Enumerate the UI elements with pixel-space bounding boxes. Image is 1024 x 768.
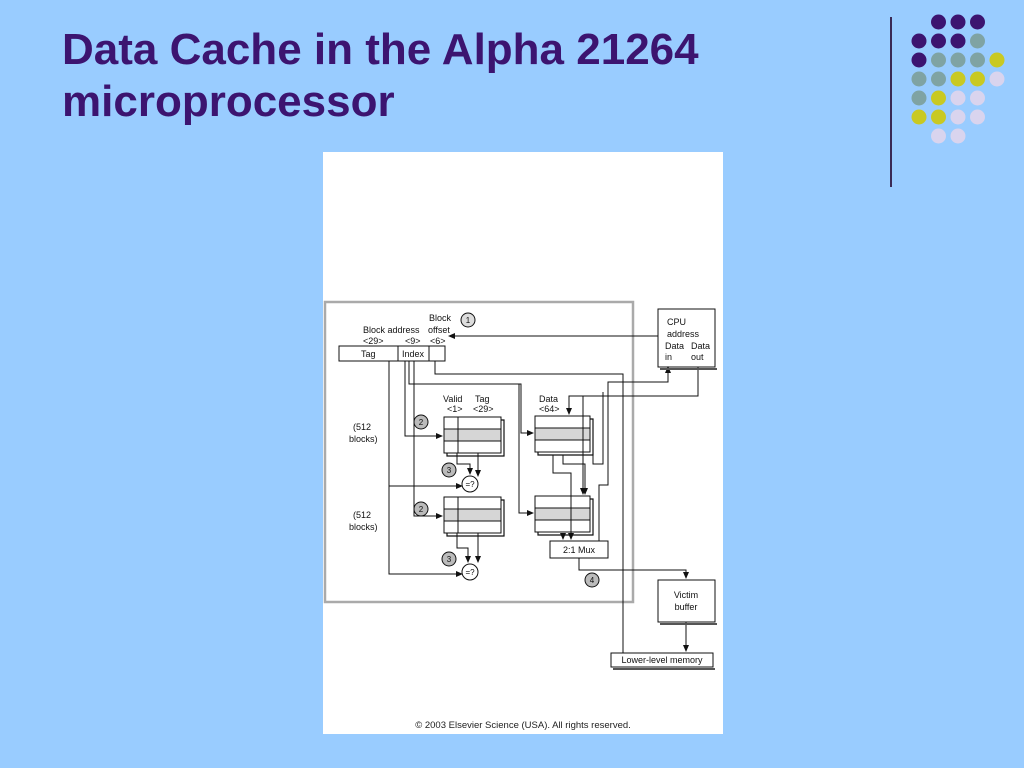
decorative-dot (931, 109, 946, 125)
decorative-dot (950, 14, 966, 30)
decorative-dot (931, 128, 946, 144)
mux-label: 2:1 Mux (563, 545, 596, 555)
cache-diagram: Block Block address offset <29> <9> <6> … (323, 300, 717, 670)
title-line-1: Data Cache in the Alpha 21264 (62, 25, 699, 74)
svg-text:4: 4 (590, 576, 595, 585)
title-line-2: microprocessor (62, 77, 395, 126)
decorative-dot (970, 14, 985, 30)
svg-text:3: 3 (447, 466, 452, 475)
step-2-marker-top: 2 (413, 414, 429, 430)
cpu-data-in-label: Data (665, 341, 684, 351)
blocks-label-top-2: blocks) (349, 434, 378, 444)
blocks-label-top-1: (512 (353, 422, 371, 432)
cpu-data-out-label: Data (691, 341, 710, 351)
tag-comparator-bottom: =? (461, 563, 479, 581)
cpu-in-label: in (665, 352, 672, 362)
decorative-dot (970, 33, 985, 49)
index-field-label: Index (402, 349, 425, 359)
svg-text:=?: =? (465, 480, 475, 489)
cache-diagram-figure: Block Block address offset <29> <9> <6> … (323, 152, 723, 734)
decorative-dot (911, 52, 927, 68)
decorative-dot (970, 109, 985, 125)
step-4-marker: 4 (584, 572, 600, 588)
decorative-dot (950, 90, 966, 106)
offset-label: offset (428, 325, 450, 335)
lower-memory-label: Lower-level memory (621, 655, 703, 665)
tag-array-way-0 (443, 416, 505, 457)
tag-comparator-top: =? (461, 475, 479, 493)
cpu-label: CPU (667, 317, 686, 327)
cpu-out-label: out (691, 352, 704, 362)
decorative-dot (931, 90, 946, 106)
decorative-dot (970, 52, 985, 68)
svg-text:2: 2 (419, 505, 424, 514)
decorative-dot (931, 52, 946, 68)
index-bits-label: <9> (405, 336, 421, 346)
copyright-notice: © 2003 Elsevier Science (USA). All right… (415, 720, 631, 731)
decorative-dot (911, 109, 927, 125)
decorative-dot (970, 71, 985, 87)
tag-field-label: Tag (361, 349, 376, 359)
lower-memory-box (610, 652, 714, 668)
data-array-way-1 (534, 495, 594, 536)
victim-buffer-box (657, 579, 716, 623)
decorative-dot (931, 14, 946, 30)
block-address-label: Block address (363, 325, 420, 335)
decorative-dot (911, 90, 927, 106)
decorative-dot (931, 33, 946, 49)
data-bits-label: <64> (539, 404, 560, 414)
slide-title: Data Cache in the Alpha 21264 microproce… (62, 24, 882, 128)
decorative-dot (950, 52, 966, 68)
decorative-dot (931, 71, 946, 87)
cache-frame (323, 300, 635, 604)
step-3-marker-bottom: 3 (441, 551, 457, 567)
tag-column-bits-label: <29> (473, 404, 494, 414)
tag-array-way-1 (443, 496, 505, 537)
valid-label: Valid (443, 394, 462, 404)
step-3-marker-top: 3 (441, 462, 457, 478)
cpu-box (657, 308, 716, 368)
svg-text:3: 3 (447, 555, 452, 564)
tag-bits-label: <29> (363, 336, 384, 346)
victim-buffer-label-1: Victim (674, 590, 698, 600)
data-label: Data (539, 394, 558, 404)
tag-column-label: Tag (475, 394, 490, 404)
valid-bits-label: <1> (447, 404, 463, 414)
decorative-dot (989, 71, 1005, 87)
step-1-marker: 1 (460, 312, 476, 328)
wiring (388, 361, 699, 653)
decorative-dot (950, 109, 966, 125)
decorative-dot (950, 71, 966, 87)
blocks-label-bottom-1: (512 (353, 510, 371, 520)
address-register (338, 345, 446, 362)
divider-line (890, 17, 892, 187)
svg-text:1: 1 (466, 316, 471, 325)
decorative-dot (950, 128, 966, 144)
decorative-dot (970, 90, 985, 106)
block-label: Block (429, 313, 452, 323)
data-array-way-0 (534, 415, 594, 456)
decorative-dot (989, 52, 1005, 68)
cpu-address-label: address (667, 329, 700, 339)
decorative-dot (911, 71, 927, 87)
svg-text:2: 2 (419, 418, 424, 427)
decorative-dot (950, 33, 966, 49)
offset-bits-label: <6> (430, 336, 446, 346)
step-2-marker-bottom: 2 (413, 501, 429, 517)
decorative-dot-grid (911, 14, 1005, 144)
decorative-dot (911, 33, 927, 49)
blocks-label-bottom-2: blocks) (349, 522, 378, 532)
victim-buffer-label-2: buffer (675, 602, 698, 612)
svg-text:=?: =? (465, 568, 475, 577)
